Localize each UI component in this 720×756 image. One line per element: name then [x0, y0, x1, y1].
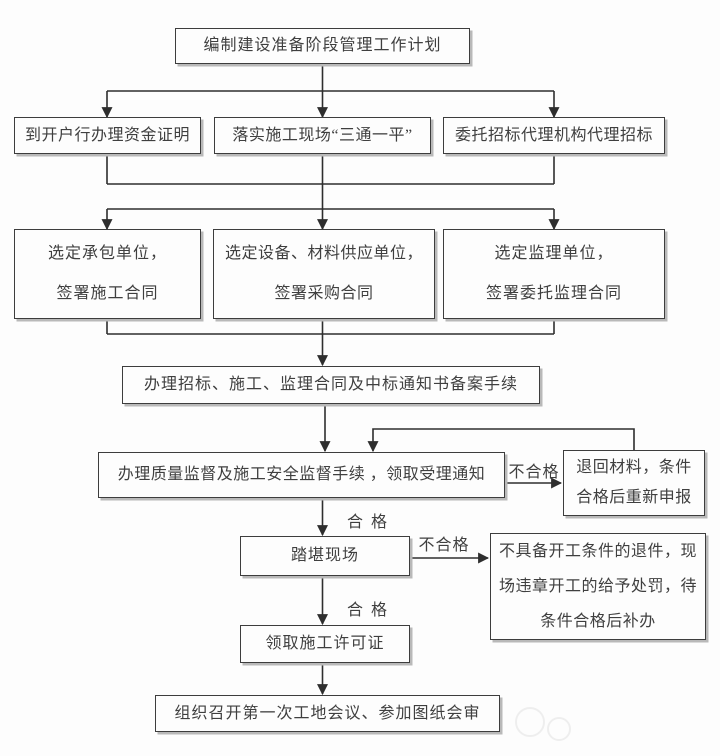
node-construction-permit: 领取施工许可证 — [240, 625, 410, 663]
node-site-visit: 踏堪现场 — [240, 536, 410, 576]
node-site-ready: 落实施工现场“三通一平” — [214, 117, 431, 154]
node-reject-penalty-line2: 场违章开工的给予处罚，待 — [498, 578, 697, 595]
node-return-materials-line1: 退回材料，条件 — [576, 459, 692, 476]
edge-label-qualified-2: 合 格 — [346, 602, 389, 619]
watermark — [515, 707, 571, 741]
node-site-visit-label: 踏堪现场 — [290, 547, 359, 565]
node-contractor: 选定承包单位， 签署施工合同 — [14, 229, 201, 319]
node-filing-label: 办理招标、施工、监理合同及中标通知书备案手续 — [143, 376, 518, 394]
node-fund-certificate: 到开户行办理资金证明 — [14, 117, 201, 154]
node-first-meeting-label: 组织召开第一次工地会议、参加图纸会审 — [174, 704, 481, 722]
node-contractor-line1: 选定承包单位， — [47, 245, 167, 262]
edge-label-unqualified-1: 不合格 — [508, 464, 560, 481]
node-supervision-procedures: 办理质量监督及施工安全监督手续 ，领取受理通知 — [98, 452, 505, 498]
node-reject-penalty-line3: 条件合格后补办 — [540, 613, 656, 630]
node-filing: 办理招标、施工、监理合同及中标通知书备案手续 — [122, 366, 540, 404]
node-supplier-line2: 签署采购合同 — [274, 285, 374, 302]
node-supervisor: 选定监理单位， 签署委托监理合同 — [443, 229, 665, 319]
node-reject-penalty: 不具备开工条件的退件，现 场违章开工的给予处罚，待 条件合格后补办 — [490, 533, 706, 640]
node-supplier-line1: 选定设备、材料供应单位， — [224, 245, 423, 262]
node-bidding-agency-label: 委托招标代理机构代理招标 — [454, 126, 653, 144]
node-construction-permit-label: 领取施工许可证 — [265, 635, 385, 653]
node-fund-certificate-label: 到开户行办理资金证明 — [24, 126, 190, 144]
node-reject-penalty-line1: 不具备开工条件的退件，现 — [498, 543, 697, 560]
node-supplier: 选定设备、材料供应单位， 签署采购合同 — [213, 229, 435, 319]
node-contractor-line2: 签署施工合同 — [56, 285, 159, 302]
node-return-materials-line2: 合格后重新申报 — [576, 489, 692, 506]
node-supervisor-line1: 选定监理单位， — [494, 245, 614, 262]
node-plan-label: 编制建设准备阶段管理工作计划 — [203, 37, 442, 55]
node-plan: 编制建设准备阶段管理工作计划 — [175, 28, 470, 64]
node-supervision-procedures-label: 办理质量监督及施工安全监督手续 ，领取受理通知 — [117, 466, 486, 484]
node-site-ready-label: 落实施工现场“三通一平” — [232, 126, 413, 144]
edge-label-qualified-1: 合 格 — [346, 514, 389, 531]
node-bidding-agency: 委托招标代理机构代理招标 — [443, 117, 665, 154]
node-first-meeting: 组织召开第一次工地会议、参加图纸会审 — [155, 695, 500, 732]
edge-label-unqualified-2: 不合格 — [418, 537, 470, 554]
node-supervisor-line2: 签署委托监理合同 — [485, 285, 622, 302]
node-return-materials: 退回材料，条件 合格后重新申报 — [563, 450, 705, 516]
